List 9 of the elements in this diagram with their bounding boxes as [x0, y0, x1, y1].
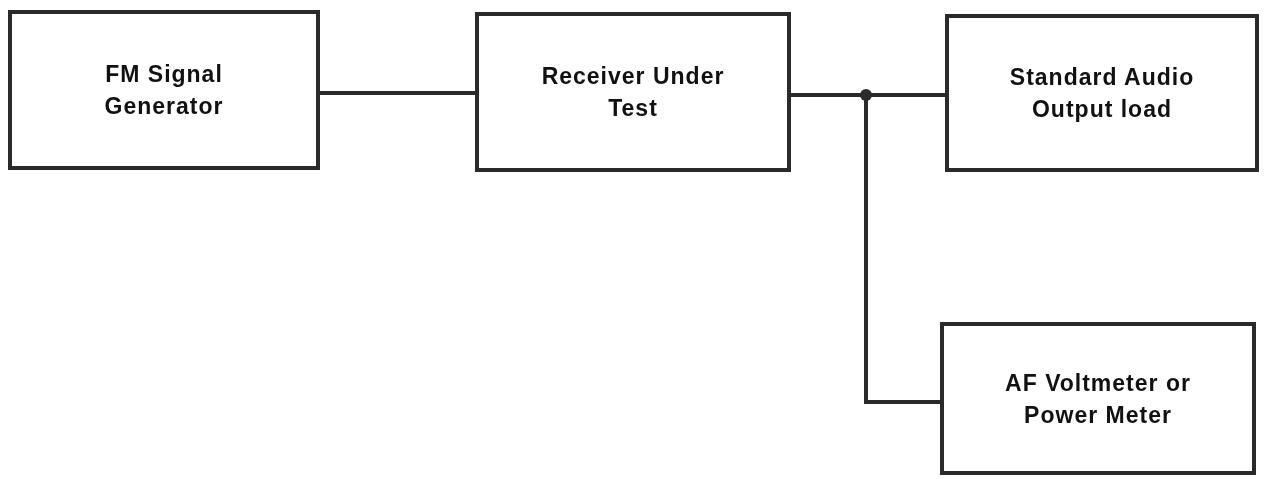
connector-line: [320, 91, 475, 95]
block-label: Standard Audio Output load: [1008, 63, 1196, 124]
block-box: [940, 322, 1256, 475]
block-box: [8, 10, 320, 170]
block-label: Receiver Under Test: [540, 62, 726, 123]
block-box: [945, 14, 1259, 172]
block-box: [475, 12, 791, 172]
block-label: AF Voltmeter or Power Meter: [1004, 368, 1192, 430]
block-label: FM Signal Generator: [103, 60, 225, 121]
